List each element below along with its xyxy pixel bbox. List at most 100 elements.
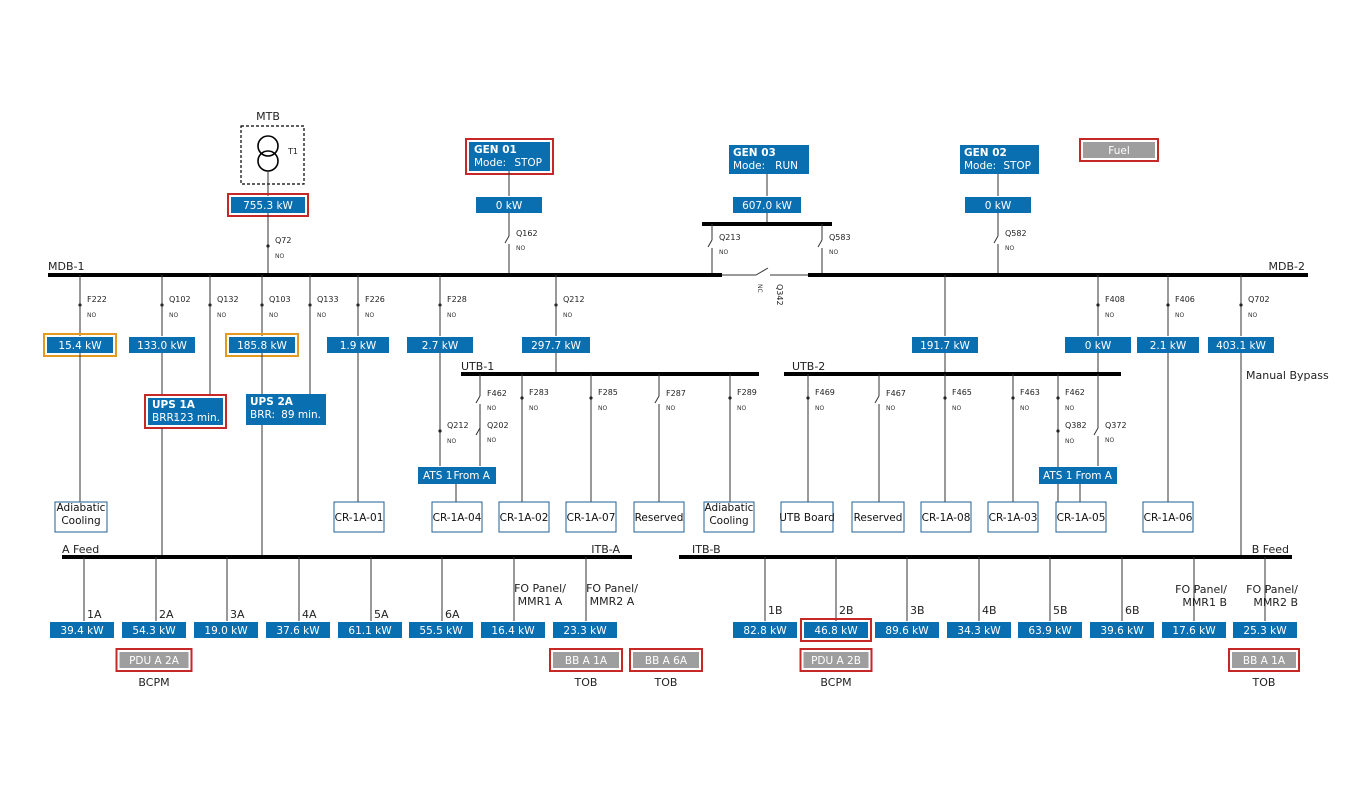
a-branch-meter[interactable]: [194, 622, 258, 638]
b-branch-meter[interactable]: [1090, 622, 1154, 638]
ups1a-panel[interactable]: [148, 398, 223, 425]
breaker-closed[interactable]: [1011, 396, 1015, 400]
meter-f226[interactable]: [327, 337, 389, 353]
bb-a-6a[interactable]: [633, 652, 699, 668]
breaker-label: F463: [1020, 388, 1040, 397]
a-branch-meter[interactable]: [122, 622, 186, 638]
gen01-meter[interactable]: [476, 197, 542, 213]
bb-a-1a-left-label: BB A 1A: [565, 655, 608, 667]
breaker-closed[interactable]: [1239, 303, 1243, 307]
fuel-button[interactable]: [1083, 142, 1155, 158]
load-reserved-1[interactable]: [633, 501, 685, 533]
gen02-meter[interactable]: [965, 197, 1031, 213]
pdu-a-2b[interactable]: [803, 652, 869, 668]
load-cr-1a-01[interactable]: [333, 501, 385, 533]
meter-f222[interactable]: [47, 337, 113, 353]
meter-mdb2-191-value: 191.7 kW: [920, 340, 970, 352]
load-utb-board[interactable]: [780, 501, 834, 533]
a-branch-meter[interactable]: [553, 622, 617, 638]
load-cr-1a-04[interactable]: [431, 501, 483, 533]
a-branch-meter[interactable]: [481, 622, 545, 638]
load-cr-1a-03[interactable]: [987, 501, 1039, 533]
meter-q103[interactable]: [229, 337, 295, 353]
a-branch-meter[interactable]: [266, 622, 330, 638]
breaker-closed[interactable]: [1056, 429, 1060, 433]
breaker-closed[interactable]: [806, 396, 810, 400]
a-branch-label: 4A: [302, 608, 317, 621]
meter-q212[interactable]: [522, 337, 590, 353]
load-cr-1a-06[interactable]: [1142, 501, 1194, 533]
breaker-label: F462: [1065, 388, 1085, 397]
b-branch-meter[interactable]: [804, 622, 868, 638]
a-branch-label: MMR1 A: [518, 595, 563, 608]
breaker-state: NO: [1065, 405, 1074, 412]
transformer-meter[interactable]: [231, 197, 305, 213]
pdu-a-2a[interactable]: [119, 652, 189, 668]
a-branch-label: MMR2 A: [590, 595, 635, 608]
load-cr-1a-05[interactable]: [1055, 501, 1107, 533]
a-feed-label: A Feed: [62, 543, 99, 556]
gen03-meter[interactable]: [733, 197, 801, 213]
load-adiabatic-cooling-1[interactable]: [54, 501, 108, 533]
load-adiabatic-cooling-1-label: Adiabatic: [57, 502, 106, 514]
meter-f228-value: 2.7 kW: [422, 340, 459, 352]
b-branch-meter[interactable]: [947, 622, 1011, 638]
b-branch-label: MMR2 B: [1253, 596, 1298, 609]
load-adiabatic-cooling-2[interactable]: [703, 501, 755, 533]
b-branch-meter[interactable]: [1233, 622, 1297, 638]
utb1-ats-panel[interactable]: [418, 467, 496, 484]
load-cr-1a-08[interactable]: [920, 501, 972, 533]
meter-f228[interactable]: [407, 337, 473, 353]
ups2a-panel[interactable]: [246, 394, 326, 425]
breaker-closed[interactable]: [520, 396, 524, 400]
a-branch-label: 5A: [374, 608, 389, 621]
breaker-label: Q103: [269, 295, 291, 304]
load-cr-1a-02[interactable]: [498, 501, 550, 533]
b-branch-meter[interactable]: [875, 622, 939, 638]
breaker-closed[interactable]: [266, 244, 270, 248]
b-branch-meter[interactable]: [733, 622, 797, 638]
breaker-closed[interactable]: [728, 396, 732, 400]
gen01-panel[interactable]: [469, 142, 550, 171]
load-cr-1a-07[interactable]: [565, 501, 617, 533]
bb-a-6a-caption: TOB: [654, 676, 678, 689]
gen03-name: GEN 03: [733, 147, 776, 159]
load-cr-1a-03-label: CR-1A-03: [989, 512, 1038, 524]
meter-q702[interactable]: [1208, 337, 1274, 353]
a-branch-meter[interactable]: [50, 622, 114, 638]
b-branch-meter[interactable]: [1162, 622, 1226, 638]
breaker-closed[interactable]: [1096, 303, 1100, 307]
utb2-label: UTB-2: [792, 360, 825, 373]
breaker-label: Q212: [447, 421, 469, 430]
b-branch-meter[interactable]: [1018, 622, 1082, 638]
meter-mdb2-191[interactable]: [912, 337, 978, 353]
gen03-mode: RUN: [775, 160, 798, 172]
breaker-closed[interactable]: [438, 429, 442, 433]
breaker-state: NO: [1005, 245, 1014, 252]
b-branch-label: 2B: [839, 604, 854, 617]
switch-blade: [874, 395, 880, 404]
pdu-a-2a-caption: BCPM: [138, 676, 169, 689]
utb1-ats-label: ATS 1: [423, 470, 452, 482]
meter-f406[interactable]: [1137, 337, 1199, 353]
breaker-closed[interactable]: [589, 396, 593, 400]
gen03-panel[interactable]: [729, 145, 809, 174]
meter-q102[interactable]: [129, 337, 195, 353]
gen02-panel[interactable]: [960, 145, 1039, 174]
breaker-closed[interactable]: [943, 396, 947, 400]
breaker-closed[interactable]: [1166, 303, 1170, 307]
breaker-closed[interactable]: [1056, 396, 1060, 400]
a-branch-meter[interactable]: [338, 622, 402, 638]
utb2-ats-panel[interactable]: [1039, 467, 1117, 484]
a-branch-label: 6A: [445, 608, 460, 621]
load-cr-1a-07-label: CR-1A-07: [567, 512, 616, 524]
bb-a-1a-right[interactable]: [1232, 652, 1296, 668]
b-branch-meter-value: 82.8 kW: [743, 625, 787, 637]
utb2-ats-label: ATS 1: [1043, 470, 1072, 482]
a-branch-meter[interactable]: [409, 622, 473, 638]
bb-a-1a-left[interactable]: [553, 652, 619, 668]
meter-f408[interactable]: [1065, 337, 1131, 353]
load-reserved-2[interactable]: [851, 501, 905, 533]
ups1a-brr-label: BRR:: [152, 412, 177, 424]
a-branch-meter-value: 16.4 kW: [491, 625, 535, 637]
